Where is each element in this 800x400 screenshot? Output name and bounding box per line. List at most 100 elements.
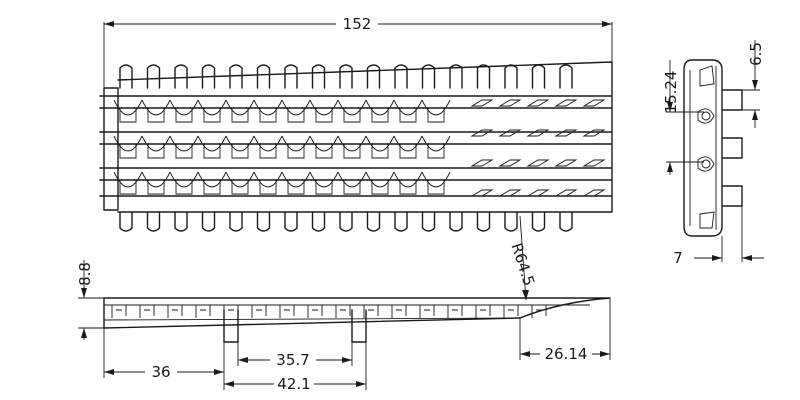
top-tooth (284, 64, 298, 89)
link-loop (365, 99, 395, 123)
dim-label-42-1: 42.1 (277, 375, 310, 393)
top-view-slots (470, 99, 606, 197)
link-loop (225, 99, 255, 123)
lower-tooth (284, 211, 298, 232)
dim-overall-width: 152 (103, 15, 613, 88)
link-loop (197, 99, 227, 123)
link-loop (281, 135, 311, 159)
link-loop (253, 135, 283, 159)
slot (526, 189, 550, 197)
top-tooth (531, 64, 546, 89)
lower-tooth (146, 211, 161, 232)
top-view (99, 61, 613, 232)
front-slot (335, 305, 351, 318)
link-loop (309, 99, 339, 123)
link-loop (393, 135, 423, 159)
lower-tooth (504, 211, 518, 232)
link-loop (421, 135, 451, 159)
lower-tooth (201, 211, 216, 232)
top-tooth (339, 64, 353, 89)
dim-side-pitch: 15.24 (662, 60, 704, 175)
lower-tooth (119, 211, 133, 232)
link-loop (225, 171, 255, 195)
top-tooth (174, 64, 188, 89)
link-loop (225, 135, 255, 159)
link-loop (141, 135, 171, 159)
top-tooth (146, 64, 161, 89)
lower-tooth (421, 211, 436, 232)
front-view-slots (111, 305, 547, 318)
link-loop (253, 171, 283, 195)
dim-label-15-24: 15.24 (662, 71, 680, 114)
front-slot (139, 305, 155, 318)
link-loop (197, 171, 227, 195)
link-loop (365, 135, 395, 159)
link-loop (309, 135, 339, 159)
top-tooth (119, 64, 133, 89)
link-loop (113, 99, 143, 123)
link-loop (169, 99, 199, 123)
lower-tooth (366, 211, 381, 232)
front-slot (279, 305, 295, 318)
dim-side-bottom: 7 (673, 206, 764, 267)
link-loop (365, 171, 395, 195)
dim-label-152: 152 (343, 15, 372, 33)
slot (582, 129, 606, 137)
slot (582, 159, 606, 167)
top-tooth (504, 64, 518, 89)
lower-tooth (394, 211, 408, 232)
link-loop (113, 171, 143, 195)
link-loop (253, 99, 283, 123)
slot (526, 159, 550, 167)
slot (470, 159, 494, 167)
dim-label-35-7: 35.7 (276, 351, 309, 369)
front-slot (419, 305, 435, 318)
link-loop (141, 99, 171, 123)
top-tooth (559, 64, 573, 89)
dim-side-top: 6.5 (742, 40, 765, 128)
link-loop (281, 99, 311, 123)
slot (470, 129, 494, 137)
slot (582, 99, 606, 107)
slot (526, 129, 550, 137)
front-slot (307, 305, 323, 318)
dim-front-height: 8.8 (76, 260, 104, 340)
dim-label-6-5: 6.5 (747, 42, 765, 66)
front-slot (391, 305, 407, 318)
lower-tooth (311, 211, 326, 232)
top-view-link-loops (113, 99, 451, 195)
dim-front-right: 26.14 (519, 298, 611, 363)
lower-tooth (531, 211, 546, 232)
link-loop (421, 99, 451, 123)
lower-tooth (449, 211, 463, 232)
lower-tooth (559, 211, 573, 232)
slot (498, 129, 522, 137)
link-loop (281, 171, 311, 195)
link-loop (393, 99, 423, 123)
front-slot (503, 305, 519, 318)
top-tooth (201, 64, 216, 89)
top-tooth (366, 64, 381, 89)
front-slot (111, 305, 127, 318)
dim-label-26-14: 26.14 (545, 345, 588, 363)
slot (582, 189, 606, 197)
dim-label-8-8: 8.8 (76, 262, 94, 286)
link-loop (141, 171, 171, 195)
link-loop (309, 171, 339, 195)
slot (554, 159, 578, 167)
link-loop (169, 135, 199, 159)
lower-tooth (174, 211, 188, 232)
link-loop (113, 135, 143, 159)
slot (498, 99, 522, 107)
lower-tooth (339, 211, 353, 232)
link-loop (337, 171, 367, 195)
slot (554, 129, 578, 137)
top-tooth (476, 64, 491, 89)
dim-front-left: 36 (103, 328, 225, 381)
dim-label-7: 7 (673, 249, 683, 267)
lower-tooth (229, 211, 243, 232)
slot (498, 189, 522, 197)
link-loop (421, 171, 451, 195)
front-slot (447, 305, 463, 318)
